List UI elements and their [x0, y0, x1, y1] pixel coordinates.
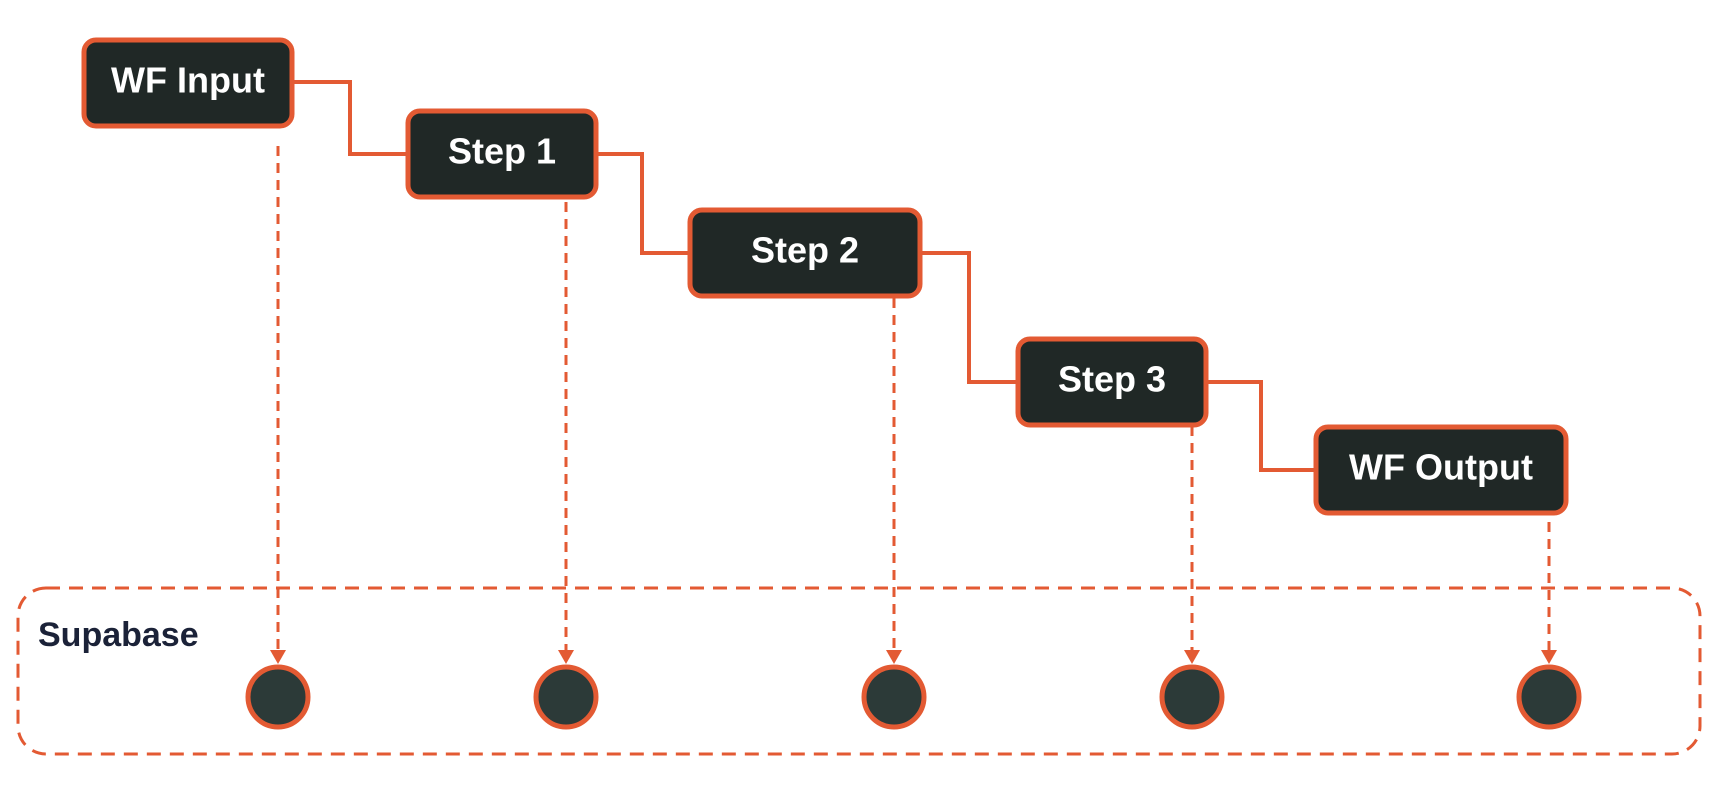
node-connectors	[292, 80, 1316, 472]
node-box-step-2	[687, 207, 923, 299]
node-label-step-3: Step 3	[1058, 359, 1166, 400]
workflow-node-wf-output: WF Output	[1313, 424, 1569, 516]
storage-circle-step-1	[533, 664, 599, 730]
supabase-label: Supabase	[38, 616, 199, 654]
workflow-node-step-1: Step 1	[405, 108, 599, 200]
storage-circle-wf-input	[245, 664, 311, 730]
storage-arrows	[270, 146, 1557, 664]
workflow-node-wf-input: WF Input	[81, 37, 295, 129]
connector-step3-output	[1206, 380, 1316, 472]
node-label-wf-input: WF Input	[111, 60, 265, 101]
node-label-wf-output: WF Output	[1349, 447, 1533, 488]
connector-step2-step3	[920, 251, 1018, 384]
node-box-step-3	[1015, 336, 1209, 428]
supabase-container-border	[16, 586, 1702, 756]
node-label-step-1: Step 1	[448, 131, 556, 172]
workflow-node-step-3: Step 3	[1015, 336, 1209, 428]
node-box-wf-input	[81, 37, 295, 129]
node-label-step-2: Step 2	[751, 230, 859, 271]
arrowhead-step-2	[886, 650, 902, 664]
storage-circles	[245, 664, 1582, 730]
arrowhead-wf-output	[1541, 650, 1557, 664]
storage-circle-step-2	[861, 664, 927, 730]
workflow-node-step-2: Step 2	[687, 207, 923, 299]
node-box-wf-output	[1313, 424, 1569, 516]
arrowhead-step-3	[1184, 650, 1200, 664]
storage-circle-step-3	[1159, 664, 1225, 730]
supabase-container: Supabase	[16, 586, 1702, 756]
arrowhead-step-1	[558, 650, 574, 664]
connector-input-step1	[292, 80, 408, 156]
storage-circle-wf-output	[1516, 664, 1582, 730]
node-box-step-1	[405, 108, 599, 200]
connector-step1-step2	[596, 152, 690, 255]
arrowhead-wf-input	[270, 650, 286, 664]
